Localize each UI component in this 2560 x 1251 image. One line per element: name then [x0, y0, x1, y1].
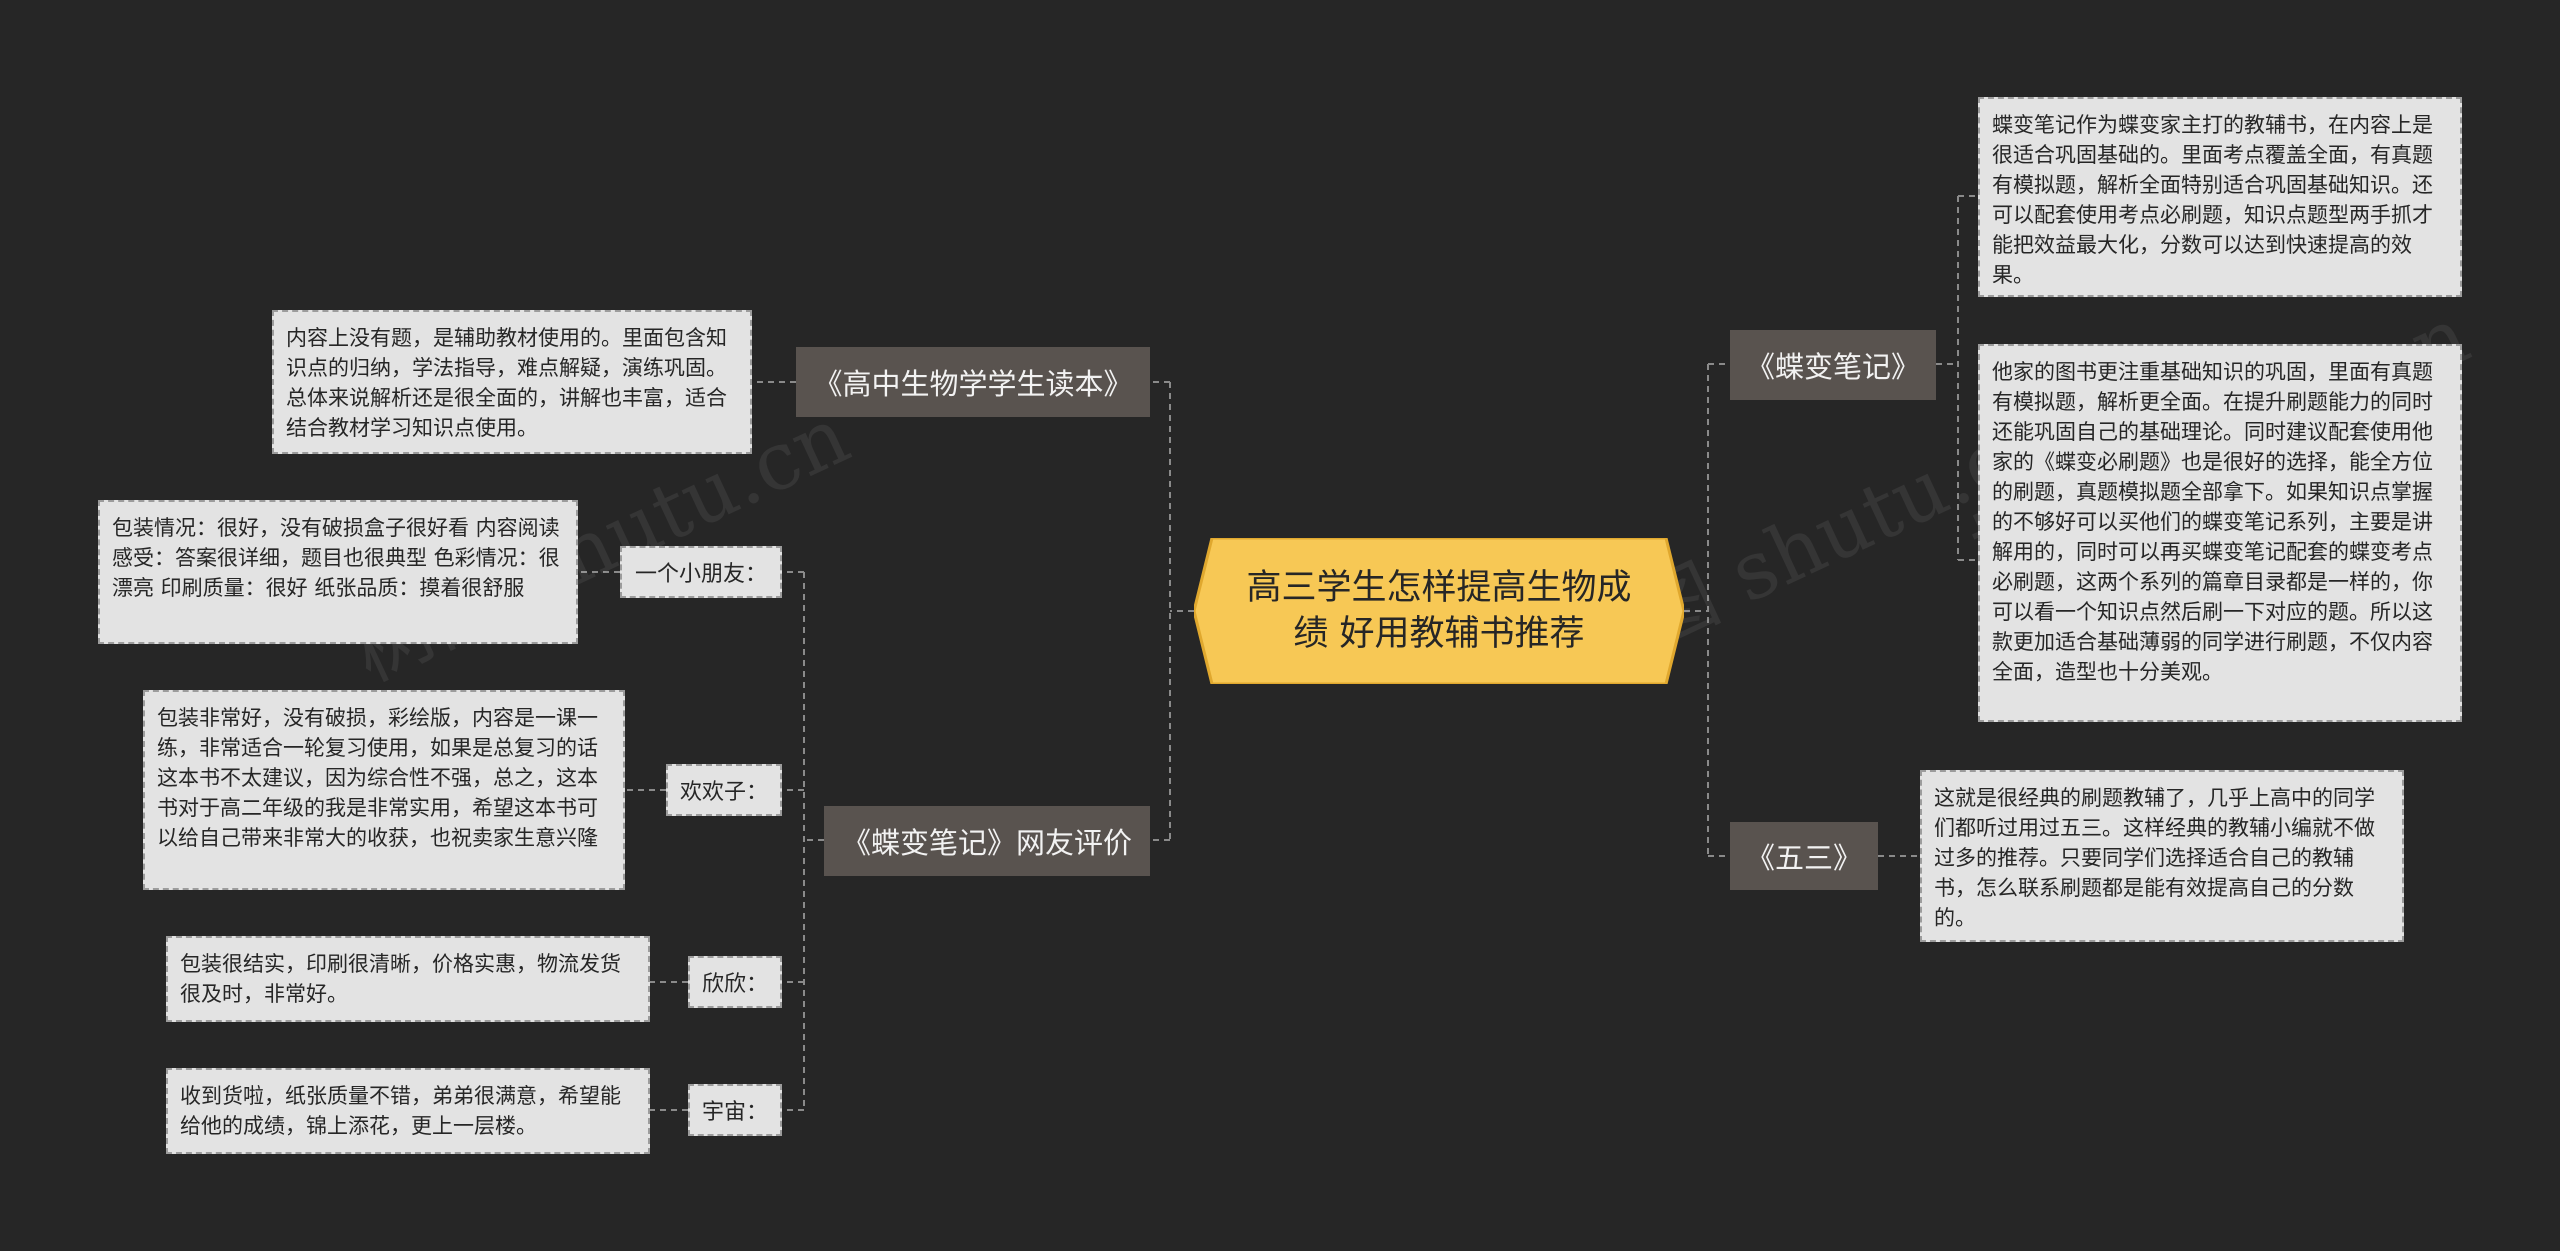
connector-left-topic2-reviews [782, 571, 824, 1111]
topic-diebian-reviews[interactable]: 《蝶变笔记》网友评价 [824, 806, 1150, 876]
topic-label: 《五三》 [1745, 841, 1862, 875]
reviewer-1[interactable]: 一个小朋友： [620, 546, 782, 598]
note-diebian-2: 他家的图书更注重基础知识的巩固，里面有真题有模拟题，解析更全面。在提升刷题能力的… [1978, 344, 2462, 722]
connector-root-right [1684, 363, 1730, 857]
reviewer-2[interactable]: 欢欢子： [666, 764, 782, 816]
reviewer-name: 欢欢子： [679, 780, 768, 805]
reviewer-3[interactable]: 欣欣： [688, 956, 782, 1008]
topic-label: 《高中生物学学生读本》 [813, 367, 1133, 401]
root-topic[interactable]: 高三学生怎样提高生物成绩 好用教辅书推荐 [1194, 538, 1684, 684]
root-hexagon-shape [1194, 538, 1684, 684]
connector-right-topic1-notes [1936, 195, 1978, 561]
connector-root-left [1150, 381, 1194, 841]
note-diebian-1: 蝶变笔记作为蝶变家主打的教辅书，在内容上是很适合巩固基础的。里面考点覆盖全面，有… [1978, 97, 2462, 297]
reviewer-name: 一个小朋友： [634, 562, 767, 587]
topic-label: 《蝶变笔记》网友评价 [841, 826, 1132, 860]
topic-wusan[interactable]: 《五三》 [1730, 822, 1878, 890]
review-text-4: 收到货啦，纸张质量不错，弟弟很满意，希望能给他的成绩，锦上添花，更上一层楼。 [166, 1068, 650, 1154]
note-wusan: 这就是很经典的刷题教辅了，几乎上高中的同学们都听过用过五三。这样经典的教辅小编就… [1920, 770, 2404, 942]
review-text-1: 包装情况：很好，没有破损盒子很好看 内容阅读感受：答案很详细，题目也很典型 色彩… [98, 500, 578, 644]
root-title: 高三学生怎样提高生物成绩 好用教辅书推荐 [1246, 568, 1632, 654]
note-gaozhong-reader: 内容上没有题，是辅助教材使用的。里面包含知识点的归纳，学法指导，难点解疑，演练巩… [272, 310, 752, 454]
review-text-2: 包装非常好，没有破损，彩绘版，内容是一课一练，非常适合一轮复习使用，如果是总复习… [143, 690, 625, 890]
reviewer-name: 宇宙： [701, 1100, 768, 1125]
topic-diebian-notes[interactable]: 《蝶变笔记》 [1730, 330, 1936, 400]
reviewer-4[interactable]: 宇宙： [688, 1084, 782, 1136]
reviewer-name: 欣欣： [701, 972, 768, 997]
topic-gaozhong-reader[interactable]: 《高中生物学学生读本》 [796, 347, 1150, 417]
review-text-3: 包装很结实，印刷很清晰，价格实惠，物流发货很及时，非常好。 [166, 936, 650, 1022]
topic-label: 《蝶变笔记》 [1745, 350, 1920, 384]
